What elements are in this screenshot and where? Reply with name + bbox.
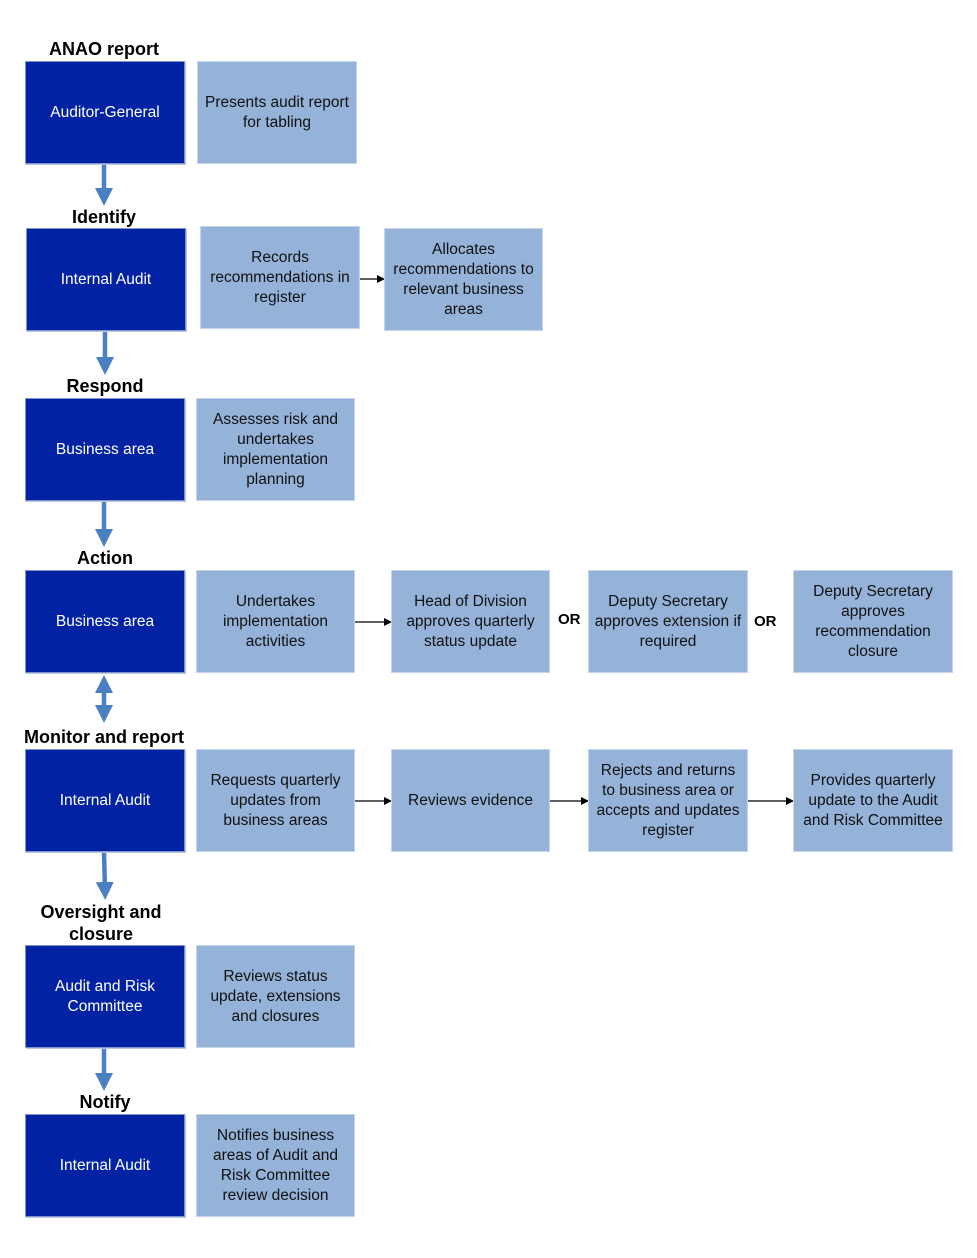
actor-box-auditor-general: Auditor-General: [25, 61, 185, 164]
actor-box-internal-audit-notify: Internal Audit: [25, 1114, 185, 1217]
actor-box-business-area-respond: Business area: [25, 398, 185, 501]
step-box-deputy-secretary-closure: Deputy Secretary approves recommendation…: [793, 570, 953, 673]
step-box-assesses-risk: Assesses risk and undertakes implementat…: [196, 398, 355, 501]
step-box-rejects-or-accepts: Rejects and returns to business area or …: [588, 749, 748, 852]
step-box-records-recommendations: Records recommendations in register: [200, 226, 360, 329]
step-box-reviews-status-update: Reviews status update, extensions and cl…: [196, 945, 355, 1048]
actor-box-business-area-action: Business area: [25, 570, 185, 673]
actor-box-internal-audit-monitor: Internal Audit: [25, 749, 185, 852]
step-box-head-of-division-approves: Head of Division approves quarterly stat…: [391, 570, 550, 673]
step-box-notifies-business-areas: Notifies business areas of Audit and Ris…: [196, 1114, 355, 1217]
stage-title-oversight-and-closure: Oversight and closure: [40, 902, 162, 944]
actor-box-audit-and-risk-committee: Audit and Risk Committee: [25, 945, 185, 1048]
step-box-undertakes-implementation: Undertakes implementation activities: [196, 570, 355, 673]
step-box-presents-report: Presents audit report for tabling: [197, 61, 357, 164]
or-label-2: OR: [754, 613, 777, 630]
step-box-provides-quarterly-update: Provides quarterly update to the Audit a…: [793, 749, 953, 852]
step-box-deputy-secretary-extension: Deputy Secretary approves extension if r…: [588, 570, 748, 673]
stage-title-respond: Respond: [66, 376, 144, 396]
stage-title-notify: Notify: [79, 1092, 131, 1112]
flow-arrow-5: [95, 851, 114, 900]
stage-title-anao-report: ANAO report: [48, 39, 159, 59]
or-label-1: OR: [558, 611, 581, 628]
actor-box-internal-audit-identify: Internal Audit: [26, 228, 186, 331]
stage-title-identify: Identify: [71, 207, 136, 227]
stage-title-monitor-and-report: Monitor and report: [24, 727, 184, 747]
step-box-requests-quarterly-updates: Requests quarterly updates from business…: [196, 749, 355, 852]
step-box-reviews-evidence: Reviews evidence: [391, 749, 550, 852]
step-box-allocates-recommendations: Allocates recommendations to relevant bu…: [384, 228, 543, 331]
stage-title-action: Action: [77, 548, 133, 568]
